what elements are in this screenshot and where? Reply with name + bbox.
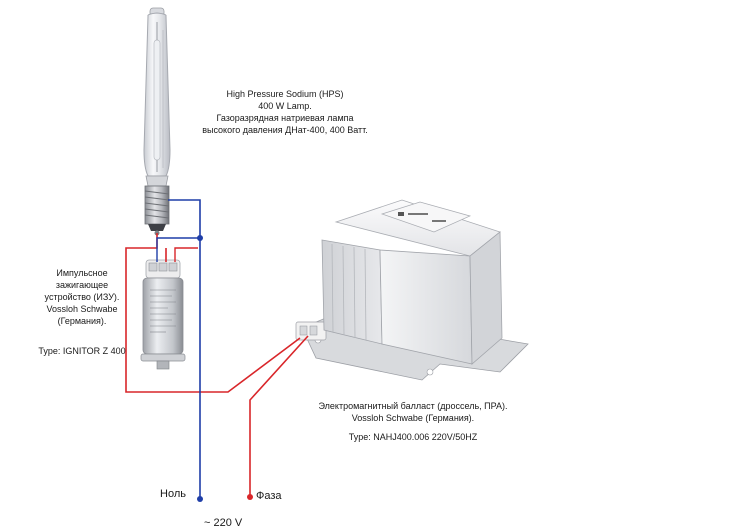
ballast-description: Электромагнитный балласт (дроссель, ПРА)… <box>288 400 538 424</box>
lamp-label-line: 400 W Lamp. <box>258 101 312 111</box>
ignitor-type-label: Type: IGNITOR Z 400 <box>38 346 126 356</box>
lamp-description: High Pressure Sodium (HPS) 400 W Lamp. Г… <box>170 88 400 136</box>
red-wire-ignitor-ballast <box>174 247 198 262</box>
blue-wire-neutral <box>168 199 201 498</box>
hps-lamp <box>143 7 171 236</box>
ballast-label-line: Vossloh Schwabe (Германия). <box>351 413 475 423</box>
lamp-label-line: Газоразрядная натриевая лампа <box>216 113 354 123</box>
ignitor-label-line: устройство (ИЗУ). <box>44 292 120 302</box>
ignitor-label-line: зажигающее <box>55 280 109 290</box>
phase-label: Фаза <box>256 490 282 502</box>
ballast-label-line: Электромагнитный балласт (дроссель, ПРА)… <box>318 401 508 411</box>
lamp-label-line: высокого давления ДНат-400, 400 Ватт. <box>202 125 368 135</box>
neutral-label: Ноль <box>160 488 186 500</box>
electromagnetic-ballast <box>295 199 529 381</box>
voltage-label: ~ 220 V <box>204 517 243 529</box>
red-wire-ballast-phase <box>249 335 309 496</box>
ignitor-label-line: (Германия). <box>57 316 107 326</box>
ignitor-device <box>140 259 186 370</box>
phase-terminal-dot <box>247 494 253 500</box>
ignitor-description: Импульсное зажигающее устройство (ИЗУ). … <box>22 267 142 327</box>
ballast-type-label: Type: NAHJ400.006 220V/50HZ <box>348 432 478 442</box>
blue-wire-ignitor <box>156 237 200 262</box>
blue-junction-dot <box>197 235 203 241</box>
ignitor-label-line: Импульсное <box>56 268 108 278</box>
ignitor-label-line: Vossloh Schwabe <box>46 304 118 314</box>
neutral-terminal-dot <box>197 496 203 502</box>
lamp-label-line: High Pressure Sodium (HPS) <box>226 89 344 99</box>
